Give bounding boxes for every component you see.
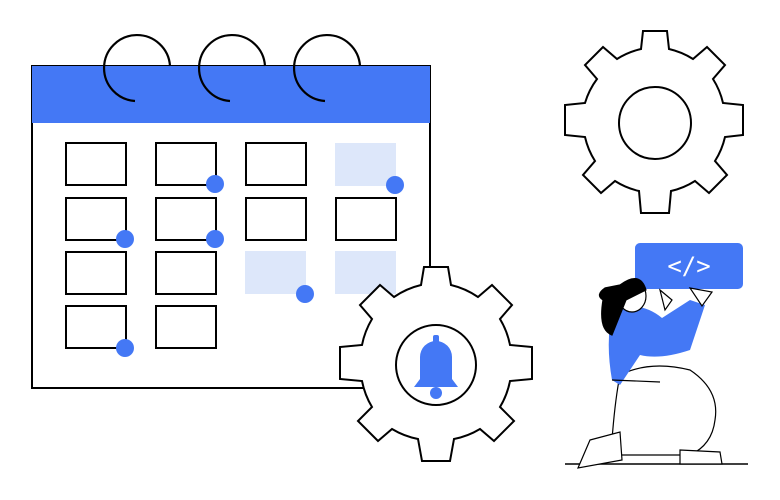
calendar-header bbox=[32, 66, 430, 123]
bell-icon bbox=[414, 335, 458, 399]
person-figure bbox=[577, 278, 723, 469]
code-icon: </> bbox=[667, 252, 711, 280]
code-tag-box bbox=[635, 243, 743, 289]
calendar-icon bbox=[31, 34, 431, 389]
event-dots bbox=[116, 175, 404, 357]
gear-icon bbox=[564, 30, 744, 214]
bell-gear-icon bbox=[339, 266, 533, 462]
